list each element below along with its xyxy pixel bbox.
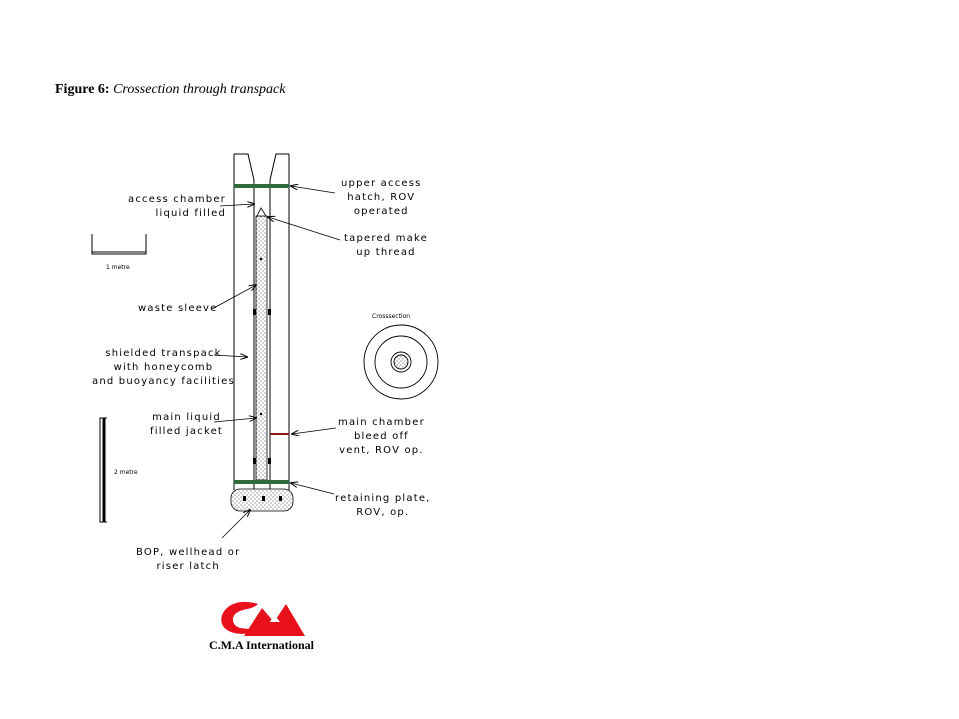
label-bop-latch: BOP, wellhead or riser latch (136, 547, 241, 572)
wall-markers (253, 257, 271, 464)
label-upper-access-hatch: upper access hatch, ROV operated (341, 178, 422, 217)
two-metre-scale (99, 417, 107, 523)
tapered-thread-cap (256, 207, 267, 217)
label-access-chamber: access chamber liquid filled (128, 194, 226, 219)
label-main-liquid-jacket: main liquid filled jacket (150, 412, 224, 437)
label-shielded-transpack: shielded transpack with honeycomb and bu… (92, 348, 235, 387)
cma-logo (221, 601, 305, 636)
company-name: C.M.A International (209, 638, 314, 652)
label-tapered-thread: tapered make up thread (344, 233, 428, 258)
figure-title: Figure 6: Crossection through transpack (55, 82, 285, 98)
two-metre-label: 2 metre (114, 469, 138, 476)
bop-markers (243, 496, 282, 501)
figure-number: Figure 6: (55, 82, 110, 97)
transpack-body (255, 215, 268, 481)
crosssection-inset (363, 324, 439, 400)
one-metre-label: 1 metre (106, 264, 130, 271)
label-retaining-plate: retaining plate, ROV, op. (335, 493, 431, 518)
one-metre-scale (91, 234, 147, 255)
label-main-chamber-vent: main chamber bleed off vent, ROV op. (338, 417, 425, 456)
crosssection-label: Crosssection (372, 313, 411, 320)
figure-caption: Crossection through transpack (113, 82, 286, 97)
label-waste-sleeve: waste sleeve (138, 303, 218, 314)
leader-lines (211, 186, 341, 539)
